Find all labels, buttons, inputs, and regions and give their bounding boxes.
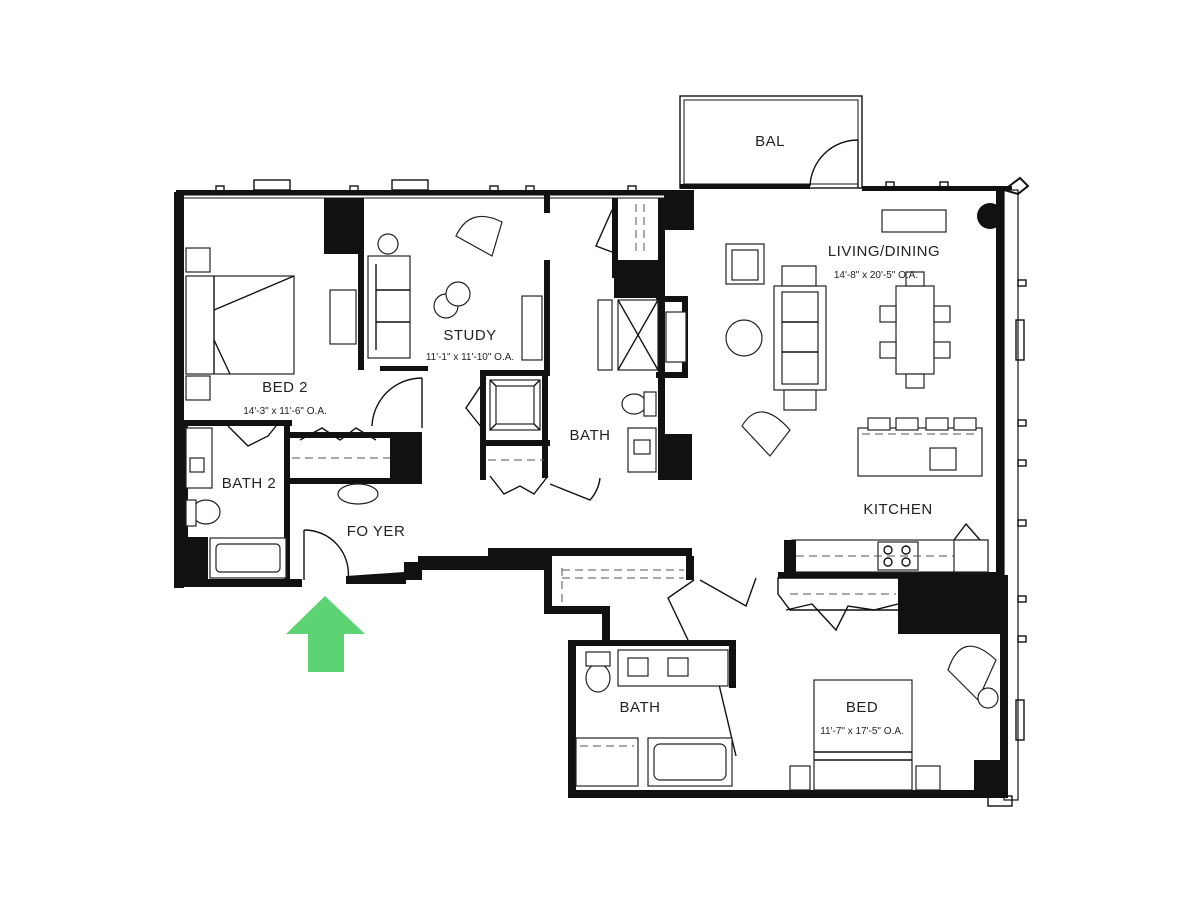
foyer-room: FO YER bbox=[337, 483, 406, 540]
toilet-icon bbox=[585, 663, 611, 693]
study-chair bbox=[455, 215, 503, 257]
study-sofa bbox=[367, 255, 411, 359]
dining-table bbox=[895, 285, 935, 375]
room-label-bath2: BATH 2 bbox=[222, 475, 276, 492]
kitchen-room: KITCHEN bbox=[784, 417, 989, 573]
room-label-bed2: BED 2 bbox=[262, 379, 308, 396]
room-dims-bed: 11'-7" x 17'-5" O.A. bbox=[820, 726, 904, 737]
room-label-kitchen: KITCHEN bbox=[863, 501, 932, 518]
foyer-rug bbox=[337, 483, 379, 505]
living-dining-room: LIVING/DINING 14'-8" x 20'-5" O.A. bbox=[725, 203, 1003, 457]
bed2-desk bbox=[329, 289, 357, 345]
study-desk bbox=[521, 295, 543, 361]
sink-icon bbox=[929, 447, 957, 471]
room-label-bed: BED bbox=[846, 699, 878, 716]
room-dims-study: 11'-1" x 11'-10" O.A. bbox=[426, 352, 514, 363]
nightstand bbox=[915, 765, 941, 791]
toilet-icon bbox=[621, 393, 647, 415]
sink-icon bbox=[633, 439, 651, 455]
sink-icon bbox=[627, 657, 649, 677]
bath-master-room: BATH bbox=[575, 649, 733, 787]
nightstand bbox=[185, 375, 211, 401]
nightstand bbox=[789, 765, 811, 791]
room-label-foyer: FO YER bbox=[347, 523, 406, 540]
bed2-bed bbox=[185, 275, 295, 375]
room-label-balcony: BAL bbox=[755, 133, 785, 150]
sink-icon bbox=[189, 457, 205, 473]
bed-room: BED 11'-7" x 17'-5" O.A. bbox=[789, 645, 999, 791]
room-dims-bed2: 14'-3" x 11'-6" O.A. bbox=[243, 406, 327, 417]
doors bbox=[227, 209, 981, 757]
bed2-room: BED 2 14'-3" x 11'-6" O.A. bbox=[185, 247, 357, 417]
bedroom-chair bbox=[947, 645, 997, 702]
windows bbox=[215, 179, 1027, 807]
lounge-chair bbox=[741, 411, 791, 457]
room-dims-living-dining: 14'-8" x 20'-5" O.A. bbox=[834, 270, 918, 281]
coffee-table bbox=[725, 319, 763, 357]
side-table bbox=[377, 233, 399, 255]
console bbox=[881, 209, 947, 233]
study-room: STUDY 11'-1" x 11'-10" O.A. bbox=[367, 215, 543, 371]
closet-shelf bbox=[292, 379, 544, 461]
balcony: BAL bbox=[679, 95, 863, 189]
room-label-bath-center: BATH bbox=[570, 427, 611, 444]
walls bbox=[174, 176, 1030, 801]
kitchen-island bbox=[857, 427, 983, 477]
hall-closets bbox=[561, 568, 901, 611]
room-label-living-dining: LIVING/DINING bbox=[828, 243, 940, 260]
bath2-room: BATH 2 bbox=[185, 427, 287, 579]
room-label-study: STUDY bbox=[443, 327, 496, 344]
master-bed bbox=[813, 679, 913, 791]
bath-center-room: BATH bbox=[570, 204, 687, 473]
sink-icon bbox=[667, 657, 689, 677]
room-label-bath-master: BATH bbox=[620, 699, 661, 716]
nightstand bbox=[185, 247, 211, 273]
column bbox=[977, 203, 1003, 229]
cooktop-icon bbox=[877, 541, 919, 571]
side-table bbox=[977, 687, 999, 709]
entry-arrow-icon bbox=[286, 596, 365, 672]
shower-icon bbox=[575, 737, 639, 787]
